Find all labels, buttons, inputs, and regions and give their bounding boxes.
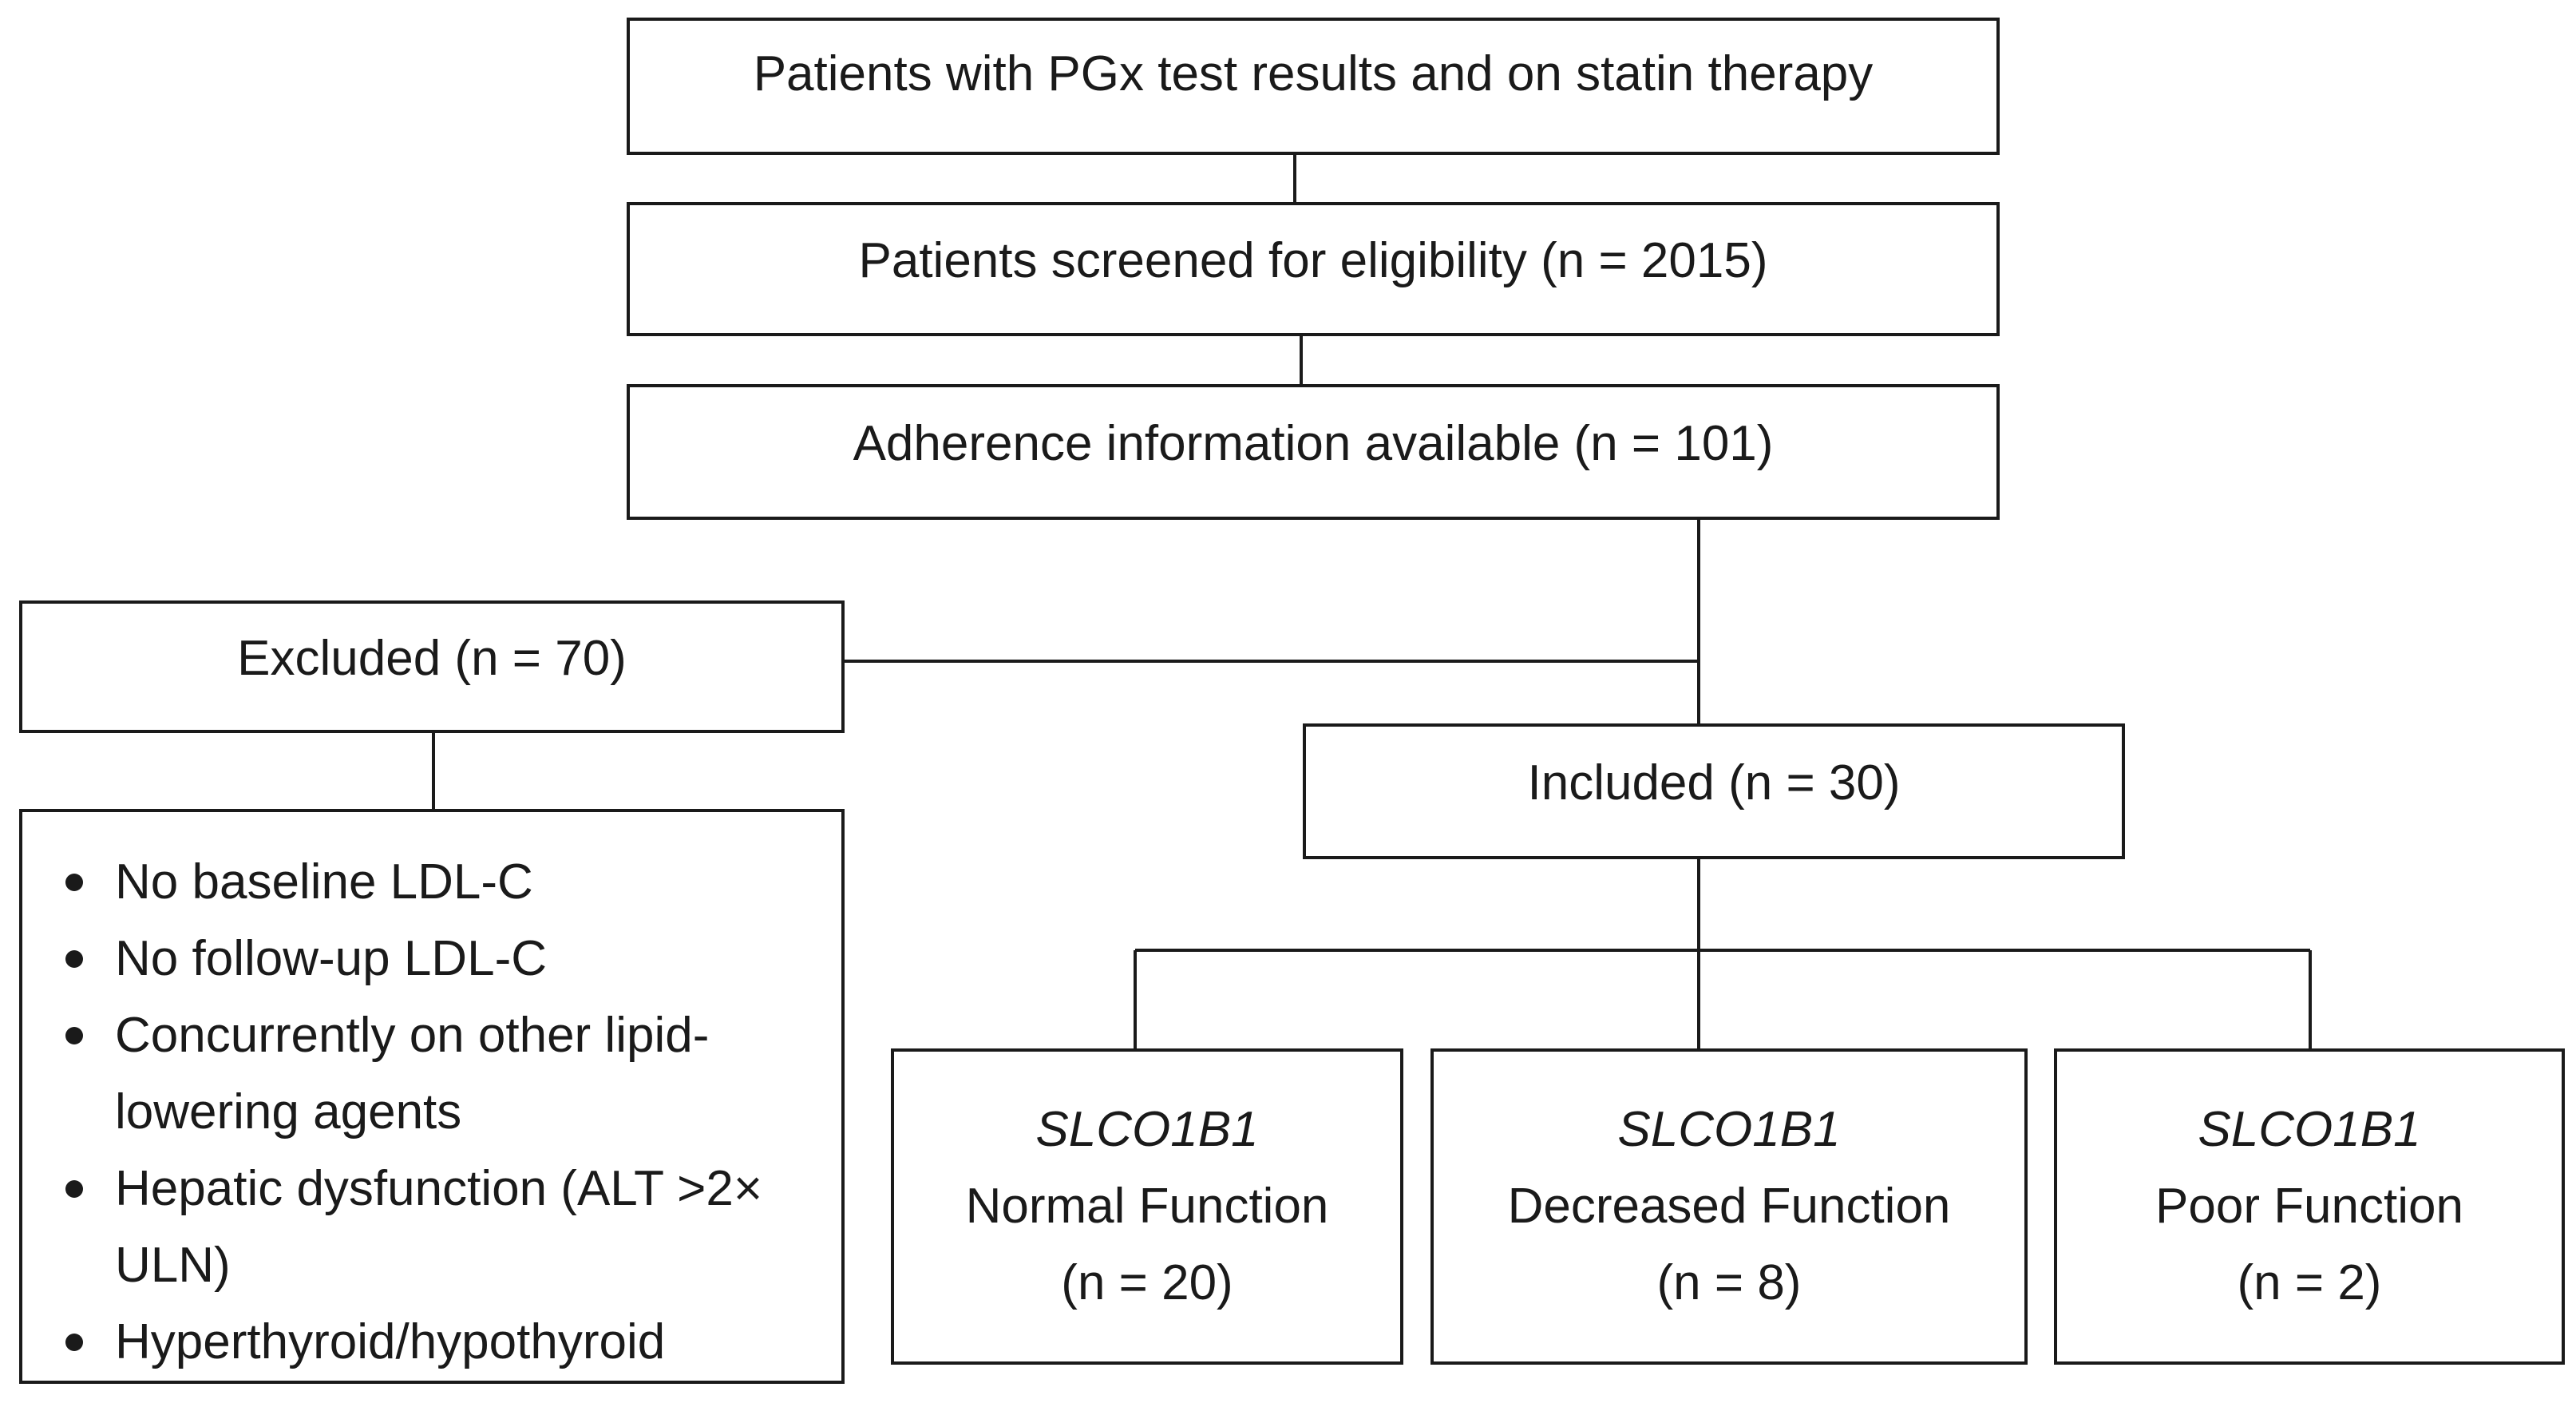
group-count-label: (n = 8)	[1656, 1255, 1802, 1310]
exclusion-reason-text: Hyperthyroid/hypothyroid	[115, 1314, 666, 1369]
group-normal-function-box: SLCO1B1 Normal Function (n = 20)	[891, 1048, 1403, 1365]
exclusion-reason-item: Hepatic dysfunction (ALT >2× ULN)	[65, 1151, 833, 1304]
group-gene-label: SLCO1B1	[1617, 1102, 1841, 1157]
adherence-box: Adherence information available (n = 101…	[627, 384, 2000, 520]
exclusion-reason-item: Concurrently on other lipid-lowering age…	[65, 997, 833, 1151]
exclusion-reason-item: No baseline LDL-C	[65, 844, 833, 921]
screened-box: Patients screened for eligibility (n = 2…	[627, 202, 2000, 336]
excluded-box: Excluded (n = 70)	[19, 600, 845, 733]
group-count-label: (n = 20)	[1061, 1255, 1233, 1310]
group-function-label: Decreased Function	[1507, 1179, 1951, 1234]
patients-pgx-statin-label: Patients with PGx test results and on st…	[753, 46, 1874, 101]
group-count-label: (n = 2)	[2237, 1255, 2382, 1310]
group-decreased-function-box: SLCO1B1 Decreased Function (n = 8)	[1430, 1048, 2028, 1365]
included-label: Included (n = 30)	[1527, 755, 1901, 810]
included-box: Included (n = 30)	[1303, 723, 2125, 859]
group-poor-function-box: SLCO1B1 Poor Function (n = 2)	[2054, 1048, 2565, 1365]
exclusion-reason-text: No follow-up LDL-C	[115, 931, 547, 986]
exclusion-reasons-box: No baseline LDL-C No follow-up LDL-C Con…	[19, 809, 845, 1384]
exclusion-reason-item: Hyperthyroid/hypothyroid	[65, 1304, 833, 1381]
bullet-icon	[65, 950, 83, 968]
group-function-label: Normal Function	[965, 1179, 1329, 1234]
bullet-icon	[65, 874, 83, 891]
group-gene-label: SLCO1B1	[2198, 1102, 2421, 1157]
screened-label: Patients screened for eligibility (n = 2…	[858, 233, 1768, 288]
patients-pgx-statin-box: Patients with PGx test results and on st…	[627, 18, 2000, 155]
bullet-icon	[65, 1180, 83, 1198]
exclusion-reason-text: Concurrently on other lipid-lowering age…	[115, 1008, 710, 1139]
bullet-icon	[65, 1334, 83, 1351]
exclusion-reason-item: No follow-up LDL-C	[65, 921, 833, 997]
excluded-label: Excluded (n = 70)	[237, 631, 627, 686]
adherence-label: Adherence information available (n = 101…	[853, 416, 1774, 471]
group-function-label: Poor Function	[2155, 1179, 2463, 1234]
bullet-icon	[65, 1027, 83, 1044]
exclusion-reason-text: Hepatic dysfunction (ALT >2× ULN)	[115, 1161, 763, 1293]
group-gene-label: SLCO1B1	[1035, 1102, 1259, 1157]
exclusion-reasons-list: No baseline LDL-C No follow-up LDL-C Con…	[65, 844, 833, 1381]
exclusion-reason-text: No baseline LDL-C	[115, 854, 533, 910]
